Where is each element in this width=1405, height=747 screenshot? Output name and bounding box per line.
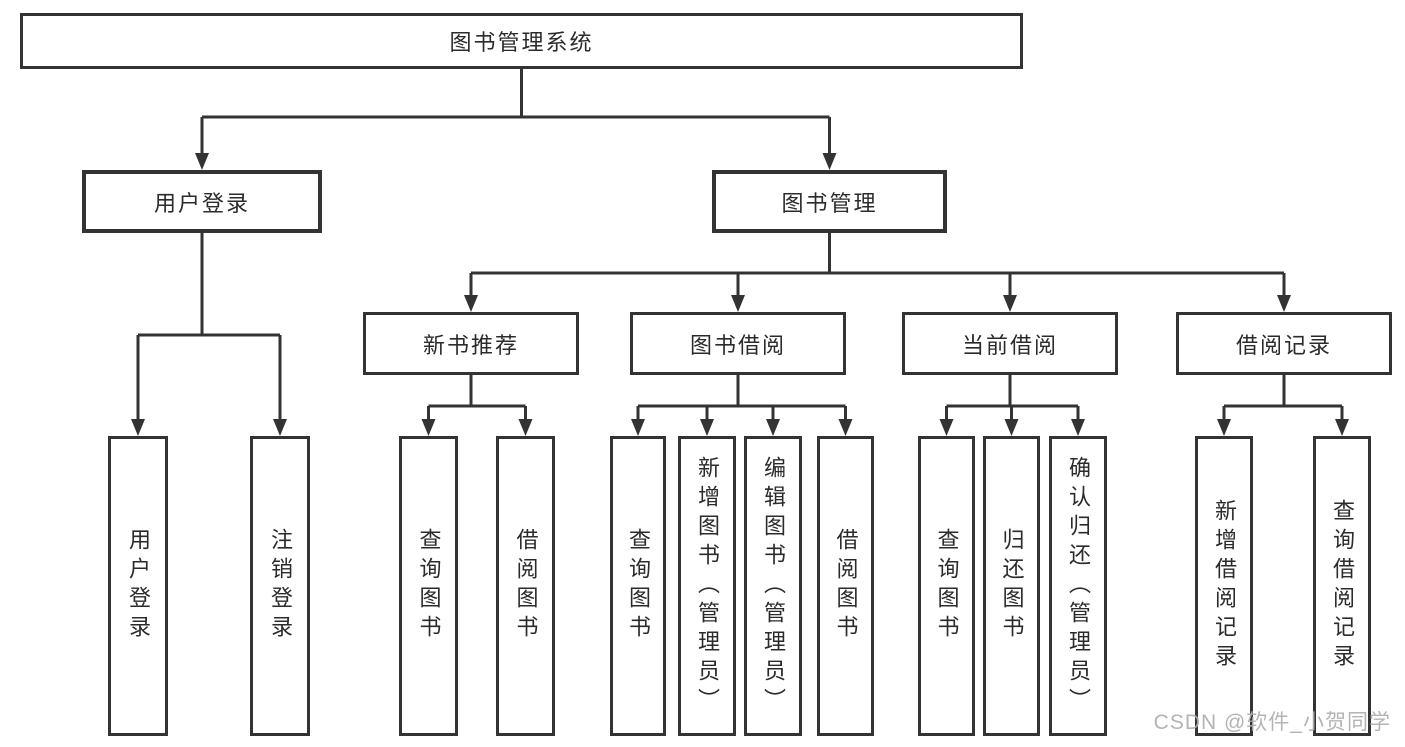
leaf-logout-label: 注销登录: [268, 528, 293, 644]
leaf-borrowing-add-books-admin-label: 新增图书（管理员）: [695, 455, 720, 717]
leaf-current-return-books-label: 归还图书: [999, 528, 1025, 644]
node-new-book-recommend: 新书推荐: [363, 312, 579, 375]
leaf-recommend-query-books: 查询图书: [399, 436, 458, 736]
node-book-management: 图书管理: [712, 170, 947, 233]
connector-records-to-leaves: [1222, 375, 1344, 421]
node-user-login: 用户登录: [82, 170, 322, 233]
leaf-records-add-borrow-record-label: 新增借阅记录: [1212, 499, 1237, 673]
connector-root-to-level2: [200, 69, 831, 155]
connector-userlogin-to-leaves: [136, 233, 282, 421]
leaf-current-confirm-return-admin: 确认归还（管理员）: [1049, 436, 1107, 736]
node-new-book-recommend-label: 新书推荐: [422, 332, 519, 358]
leaf-user-login-label: 用户登录: [126, 528, 151, 644]
connector-current-to-leaves: [945, 375, 1080, 421]
leaf-borrowing-edit-books-admin-label: 编辑图书（管理员）: [761, 455, 786, 717]
node-current-borrowing-label: 当前借阅: [961, 332, 1058, 358]
node-book-borrowing-label: 图书借阅: [689, 332, 786, 358]
arrowheads-root-to-level2: [195, 153, 837, 170]
node-borrowing-records: 借阅记录: [1176, 312, 1392, 375]
arrowheads-userlogin-to-leaves: [131, 419, 287, 436]
leaf-current-return-books: 归还图书: [983, 436, 1040, 736]
leaf-logout: 注销登录: [250, 436, 310, 736]
connector-borrowing-to-leaves: [636, 375, 847, 421]
leaf-records-query-borrow-record: 查询借阅记录: [1313, 436, 1371, 736]
arrowheads-current-to-leaves: [939, 419, 1085, 436]
leaf-borrowing-query-books-label: 查询图书: [626, 528, 651, 644]
leaf-borrowing-borrow-books: 借阅图书: [817, 436, 874, 736]
node-borrowing-records-label: 借阅记录: [1235, 332, 1332, 358]
leaf-records-add-borrow-record: 新增借阅记录: [1195, 436, 1253, 736]
leaf-borrowing-edit-books-admin: 编辑图书（管理员）: [744, 436, 802, 736]
leaf-current-confirm-return-admin-label: 确认归还（管理员）: [1066, 455, 1091, 717]
leaf-borrowing-borrow-books-label: 借阅图书: [833, 528, 859, 644]
leaf-records-query-borrow-record-label: 查询借阅记录: [1330, 499, 1355, 673]
node-book-management-label: 图书管理: [781, 190, 878, 216]
node-book-borrowing: 图书借阅: [630, 312, 846, 375]
connector-recommend-to-leaves: [427, 375, 527, 421]
leaf-recommend-query-books-label: 查询图书: [416, 528, 442, 644]
node-book-management-system-label: 图书管理系统: [449, 30, 594, 55]
leaf-recommend-borrow-books: 借阅图书: [496, 436, 555, 736]
arrowheads-recommend-to-leaves: [421, 419, 533, 436]
arrowheads-records-to-leaves: [1217, 419, 1349, 436]
leaf-borrowing-query-books: 查询图书: [610, 436, 666, 736]
leaf-user-login: 用户登录: [108, 436, 168, 736]
csdn-watermark: CSDN @软件_小贺同学: [1153, 711, 1391, 734]
leaf-borrowing-add-books-admin: 新增图书（管理员）: [678, 436, 736, 736]
leaf-recommend-borrow-books-label: 借阅图书: [513, 528, 539, 644]
leaf-current-query-books: 查询图书: [918, 436, 975, 736]
node-current-borrowing: 当前借阅: [902, 312, 1118, 375]
leaf-current-query-books-label: 查询图书: [934, 528, 960, 644]
node-user-login-label: 用户登录: [153, 190, 250, 216]
node-book-management-system: 图书管理系统: [20, 13, 1023, 69]
arrowheads-borrowing-to-leaves: [631, 419, 853, 436]
connector-bookmgmt-to-level3: [469, 233, 1286, 297]
arrowheads-bookmgmt-to-level3: [464, 295, 1291, 312]
